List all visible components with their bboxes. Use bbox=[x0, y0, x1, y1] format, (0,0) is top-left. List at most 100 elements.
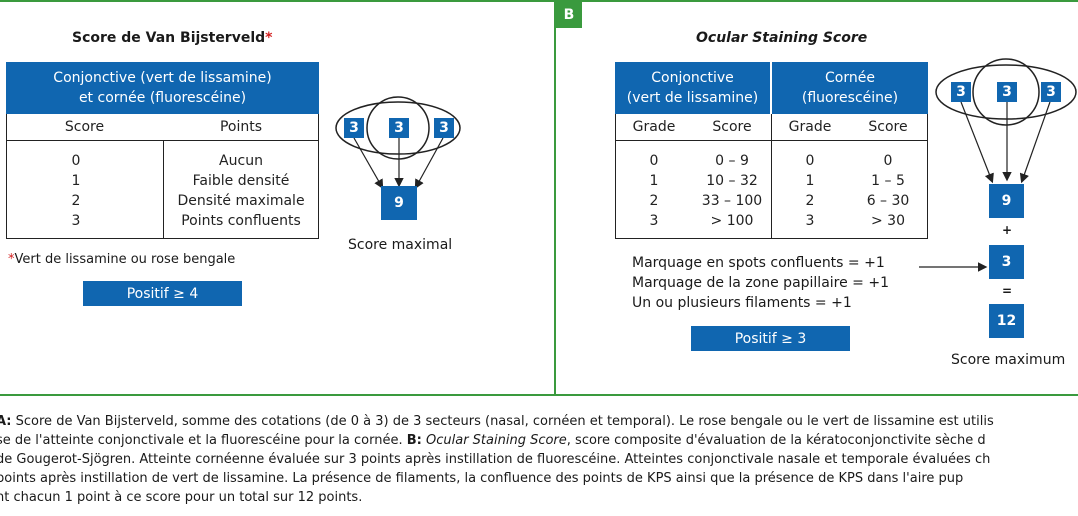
frame-bottom-line bbox=[0, 394, 1078, 396]
table-cell: > 30 bbox=[871, 213, 905, 229]
table-border bbox=[771, 114, 772, 239]
corn-line1: Cornée bbox=[825, 70, 875, 86]
sector-box: 3 bbox=[389, 118, 409, 138]
table-cell: Points confluents bbox=[181, 213, 301, 229]
panel-a-positive-box: Positif ≥ 4 bbox=[83, 281, 242, 306]
extra-arrow bbox=[919, 262, 988, 272]
panel-a-title-text: Score de Van Bijsterveld bbox=[72, 30, 266, 46]
table-cell: 33 – 100 bbox=[701, 193, 763, 209]
caption-line: A: Score de Van Bijsterveld, somme des c… bbox=[0, 412, 1078, 431]
arrow-line bbox=[414, 137, 444, 190]
col-header-grade: Grade bbox=[632, 119, 676, 135]
caption-label-b: B: bbox=[406, 433, 422, 448]
col-header-grade: Grade bbox=[788, 119, 832, 135]
corn-line2: (fluorescéine) bbox=[801, 90, 899, 106]
table-cell: > 100 bbox=[710, 213, 754, 229]
table-cell: 1 bbox=[805, 173, 815, 189]
table-cell: 1 – 5 bbox=[871, 173, 905, 189]
caption-label-a: A: bbox=[0, 414, 12, 429]
table-cell: 6 – 30 bbox=[866, 193, 910, 209]
table-border bbox=[318, 114, 319, 239]
caption-text: , score composite d'évaluation de la kér… bbox=[566, 433, 986, 448]
table-cell: 0 – 9 bbox=[715, 153, 749, 169]
table-border bbox=[6, 114, 7, 239]
equals-sign: = bbox=[1002, 284, 1013, 298]
figure-caption: A: Score de Van Bijsterveld, somme des c… bbox=[0, 412, 1078, 507]
frame-divider bbox=[554, 0, 556, 396]
panel-b-header-corn: Cornée (fluorescéine) bbox=[772, 62, 928, 114]
final-total-box: 12 bbox=[989, 304, 1024, 338]
extra-point: Marquage en spots confluents = +1 bbox=[632, 255, 885, 271]
table-cell: 0 bbox=[649, 153, 659, 169]
footnote-text: Vert de lissamine ou rose bengale bbox=[14, 252, 236, 267]
caption-line: nt chacun 1 point à ce score pour un tot… bbox=[0, 490, 363, 505]
table-cell: 3 bbox=[805, 213, 815, 229]
extra-point: Un ou plusieurs filaments = +1 bbox=[632, 295, 852, 311]
extra-point: Marquage de la zone papillaire = +1 bbox=[632, 275, 889, 291]
sector-box: 3 bbox=[434, 118, 454, 138]
table-cell: 0 bbox=[805, 153, 815, 169]
table-cell: 1 bbox=[649, 173, 659, 189]
table-cell: Aucun bbox=[219, 153, 263, 169]
panel-a-diagram-label: Score maximal bbox=[348, 237, 453, 253]
panel-b-badge: B bbox=[556, 2, 582, 28]
panel-b-table: Conjonctive (vert de lissamine) Cornée (… bbox=[615, 62, 928, 239]
sector-box: 3 bbox=[997, 82, 1017, 102]
table-border bbox=[6, 238, 319, 239]
panel-b-eye-diagram bbox=[935, 58, 1077, 184]
table-cell: 3 bbox=[649, 213, 659, 229]
panel-b-extra-points: Marquage en spots confluents = +1 Marqua… bbox=[632, 253, 889, 313]
panel-b-header-conj: Conjonctive (vert de lissamine) bbox=[615, 62, 770, 114]
table-cell: 2 bbox=[649, 193, 659, 209]
table-cell: 1 bbox=[71, 173, 81, 189]
panel-a-header-line2: et cornée (fluorescéine) bbox=[78, 90, 247, 106]
panel-a-eye-diagram bbox=[335, 96, 461, 190]
sector-box: 3 bbox=[951, 82, 971, 102]
sector-box: 3 bbox=[1041, 82, 1061, 102]
arrow-line bbox=[1019, 101, 1051, 184]
table-cell: 0 bbox=[883, 153, 893, 169]
col-header-score: Score bbox=[712, 119, 752, 135]
col-header-points: Points bbox=[219, 119, 263, 135]
table-border bbox=[615, 238, 928, 239]
footnote-star: * bbox=[8, 252, 15, 267]
caption-line: points après instillation de vert de lis… bbox=[0, 471, 964, 486]
table-cell: 10 – 32 bbox=[706, 173, 758, 189]
caption-text: se de l'atteinte conjonctivale et la flu… bbox=[0, 433, 407, 448]
col-header-score: Score bbox=[868, 119, 908, 135]
cornea-circle bbox=[366, 96, 430, 160]
caption-italic: Ocular Staining Score bbox=[426, 433, 567, 448]
panel-a-title-star: * bbox=[265, 30, 273, 46]
col-header-score: Score bbox=[64, 119, 105, 135]
arrow-line bbox=[353, 137, 384, 190]
panel-b-positive-box: Positif ≥ 3 bbox=[691, 326, 850, 351]
caption-line: se de l'atteinte conjonctivale et la flu… bbox=[0, 431, 1078, 450]
table-cell: 2 bbox=[805, 193, 815, 209]
panel-a-table: Conjonctive (vert de lissamine) et corné… bbox=[6, 62, 319, 239]
table-border bbox=[615, 114, 616, 239]
table-border bbox=[927, 114, 928, 239]
panel-a-table-header: Conjonctive (vert de lissamine) et corné… bbox=[6, 62, 319, 114]
eye-outline bbox=[935, 64, 1077, 120]
panel-a-footnote: *Vert de lissamine ou rose bengale bbox=[8, 252, 235, 267]
table-cell: Faible densité bbox=[192, 173, 290, 189]
panel-a-header-line1: Conjonctive (vert de lissamine) bbox=[53, 70, 272, 86]
eye-outline bbox=[335, 101, 461, 155]
total-box: 9 bbox=[381, 186, 417, 220]
table-border bbox=[6, 140, 319, 141]
panel-b-diagram-label: Score maximum bbox=[951, 352, 1066, 368]
table-cell: Densité maximale bbox=[177, 193, 305, 209]
table-border bbox=[615, 140, 928, 141]
cornea-circle bbox=[972, 58, 1040, 126]
table-cell: 3 bbox=[71, 213, 81, 229]
panel-a-title: Score de Van Bijsterveld* bbox=[72, 30, 272, 46]
table-border bbox=[163, 140, 164, 238]
table-cell: 0 bbox=[71, 153, 81, 169]
extra-box: 3 bbox=[989, 245, 1024, 279]
sector-box: 3 bbox=[344, 118, 364, 138]
total-box: 9 bbox=[989, 184, 1024, 218]
panel-b-title: Ocular Staining Score bbox=[696, 30, 868, 46]
caption-text: Score de Van Bijsterveld, somme des cota… bbox=[11, 414, 994, 429]
plus-sign: + bbox=[1002, 223, 1013, 237]
conj-line2: (vert de lissamine) bbox=[626, 90, 759, 106]
